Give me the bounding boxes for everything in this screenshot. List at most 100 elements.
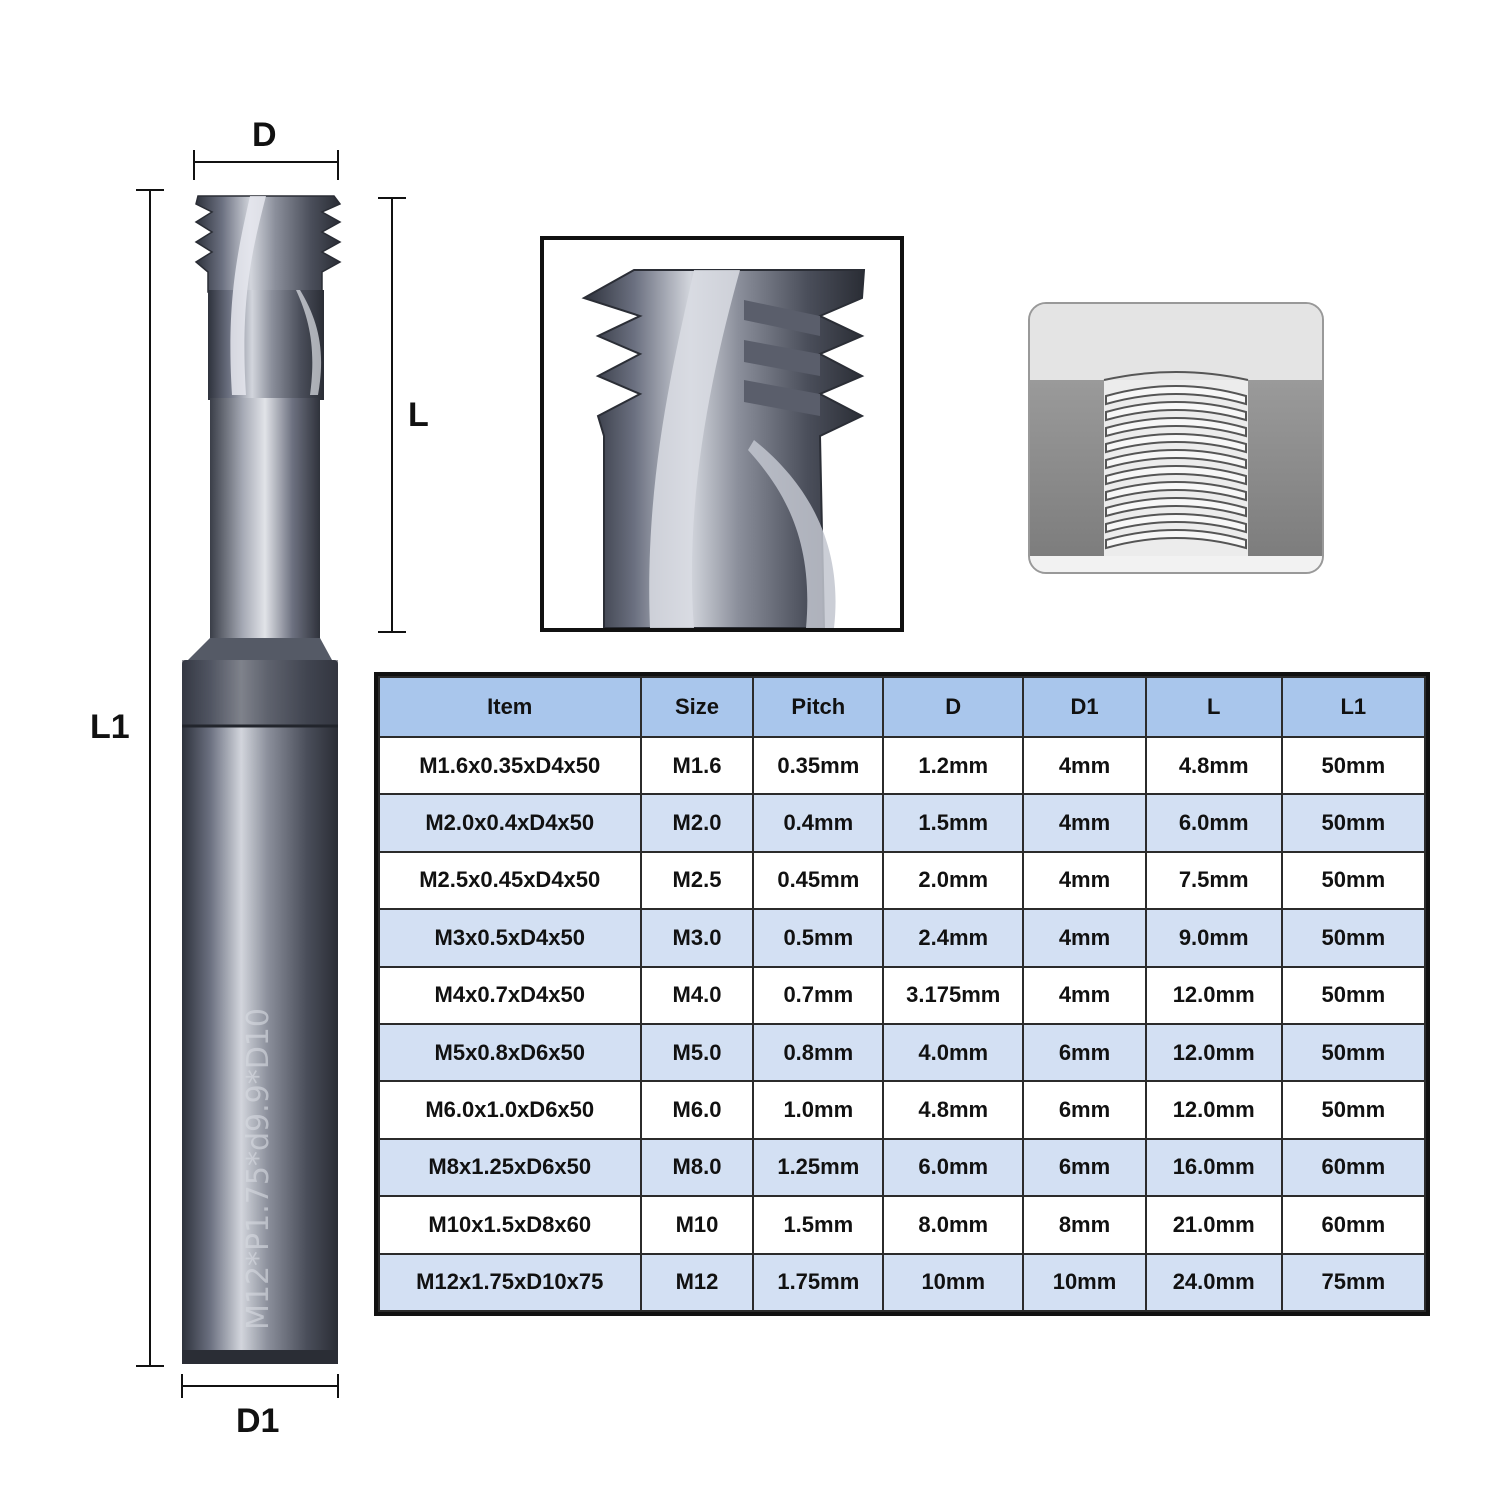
cell-d1: 4mm [1022, 735, 1147, 796]
cell-item: M5x0.8xD6x50 [378, 1022, 642, 1083]
dimension-l [378, 197, 406, 633]
cell-item: M2.0x0.4xD4x50 [378, 793, 642, 853]
cell-l: 9.0mm [1144, 908, 1283, 968]
cell-d1: 4mm [1022, 850, 1147, 911]
cell-d1: 6mm [1022, 1137, 1147, 1198]
cell-l: 6.0mm [1144, 793, 1283, 853]
cell-l1: 60mm [1280, 1195, 1427, 1255]
cell-item: M10x1.5xD8x60 [378, 1195, 642, 1255]
cell-pitch: 1.25mm [752, 1137, 885, 1198]
table-row: M6.0x1.0xD6x50 M6.0 1.0mm 4.8mm 6mm 12.0… [378, 1080, 1427, 1140]
thread-mill-closeup-icon [544, 240, 900, 628]
cell-l1: 50mm [1280, 735, 1427, 796]
cell-item: M6.0x1.0xD6x50 [378, 1080, 642, 1140]
cell-d: 1.2mm [882, 735, 1025, 796]
cell-pitch: 0.8mm [752, 1022, 885, 1083]
cell-size: M10 [639, 1195, 755, 1255]
cell-l: 24.0mm [1144, 1252, 1283, 1313]
cell-l: 12.0mm [1144, 1022, 1283, 1083]
cell-l1: 50mm [1280, 793, 1427, 853]
cell-l1: 50mm [1280, 908, 1427, 968]
cell-pitch: 1.0mm [752, 1080, 885, 1140]
cell-d: 4.8mm [882, 1080, 1025, 1140]
cell-item: M4x0.7xD4x50 [378, 965, 642, 1025]
label-d1: D1 [236, 1402, 280, 1440]
header-pitch: Pitch [752, 676, 885, 738]
cell-d: 2.0mm [882, 850, 1025, 911]
header-d1: D1 [1022, 676, 1147, 738]
cell-l1: 50mm [1280, 965, 1427, 1025]
cell-pitch: 1.5mm [752, 1195, 885, 1255]
table-row: M1.6x0.35xD4x50 M1.6 0.35mm 1.2mm 4mm 4.… [378, 735, 1427, 796]
cell-d1: 4mm [1022, 965, 1147, 1025]
cell-size: M12 [639, 1252, 755, 1313]
cell-l: 21.0mm [1144, 1195, 1283, 1255]
dimension-l1 [136, 189, 164, 1367]
cell-l1: 50mm [1280, 1080, 1427, 1140]
table-row: M12x1.75xD10x75 M12 1.75mm 10mm 10mm 24.… [378, 1252, 1427, 1313]
spec-table: Item Size Pitch D D1 L L1 M1.6x0.35xD4x5… [374, 672, 1430, 1316]
shank-marking: M12*P1.75*d9.9*D10 [241, 1008, 276, 1330]
cell-d: 6.0mm [882, 1137, 1025, 1198]
header-d: D [882, 676, 1025, 738]
cell-size: M2.0 [639, 793, 755, 853]
cell-pitch: 0.35mm [752, 735, 885, 796]
cell-size: M1.6 [639, 735, 755, 796]
cell-item: M1.6x0.35xD4x50 [378, 735, 642, 796]
cell-l: 4.8mm [1144, 735, 1283, 796]
header-item: Item [378, 676, 642, 738]
cell-d: 2.4mm [882, 908, 1025, 968]
threaded-hole-icon [1030, 304, 1322, 572]
cell-l: 16.0mm [1144, 1137, 1283, 1198]
cell-d1: 10mm [1022, 1252, 1147, 1313]
table-row: M5x0.8xD6x50 M5.0 0.8mm 4.0mm 6mm 12.0mm… [378, 1022, 1427, 1083]
cell-item: M2.5x0.45xD4x50 [378, 850, 642, 911]
cell-d: 10mm [882, 1252, 1025, 1313]
cell-l: 7.5mm [1144, 850, 1283, 911]
table-row: M10x1.5xD8x60 M10 1.5mm 8.0mm 8mm 21.0mm… [378, 1195, 1427, 1255]
cell-d1: 4mm [1022, 793, 1147, 853]
cell-size: M6.0 [639, 1080, 755, 1140]
cell-size: M5.0 [639, 1022, 755, 1083]
cell-d1: 6mm [1022, 1022, 1147, 1083]
cell-d1: 8mm [1022, 1195, 1147, 1255]
cell-l1: 50mm [1280, 850, 1427, 911]
table-row: M8x1.25xD6x50 M8.0 1.25mm 6.0mm 6mm 16.0… [378, 1137, 1427, 1198]
cell-l1: 50mm [1280, 1022, 1427, 1083]
cell-d1: 4mm [1022, 908, 1147, 968]
cell-d: 1.5mm [882, 793, 1025, 853]
cell-pitch: 0.4mm [752, 793, 885, 853]
cell-pitch: 0.5mm [752, 908, 885, 968]
label-l: L [408, 396, 429, 434]
cell-d: 8.0mm [882, 1195, 1025, 1255]
cell-item: M3x0.5xD4x50 [378, 908, 642, 968]
table-header-row: Item Size Pitch D D1 L L1 [378, 676, 1427, 738]
cell-size: M8.0 [639, 1137, 755, 1198]
dimension-d [193, 150, 339, 180]
label-l1: L1 [90, 708, 130, 746]
thread-mill-icon [182, 195, 342, 1364]
header-l: L [1144, 676, 1283, 738]
cell-size: M3.0 [639, 908, 755, 968]
header-size: Size [639, 676, 755, 738]
cell-pitch: 0.7mm [752, 965, 885, 1025]
label-d: D [252, 116, 277, 154]
cell-pitch: 0.45mm [752, 850, 885, 911]
thread-mill-closeup [540, 236, 904, 632]
cell-d: 3.175mm [882, 965, 1025, 1025]
threaded-hole-section [1028, 302, 1324, 574]
cell-pitch: 1.75mm [752, 1252, 885, 1313]
table-row: M4x0.7xD4x50 M4.0 0.7mm 3.175mm 4mm 12.0… [378, 965, 1427, 1025]
cell-d: 4.0mm [882, 1022, 1025, 1083]
dimension-d1 [181, 1374, 339, 1398]
cell-size: M4.0 [639, 965, 755, 1025]
cell-l1: 75mm [1280, 1252, 1427, 1313]
header-l1: L1 [1280, 676, 1427, 738]
cell-d1: 6mm [1022, 1080, 1147, 1140]
cell-l: 12.0mm [1144, 1080, 1283, 1140]
cell-item: M8x1.25xD6x50 [378, 1137, 642, 1198]
cell-item: M12x1.75xD10x75 [378, 1252, 642, 1313]
cell-size: M2.5 [639, 850, 755, 911]
table-row: M3x0.5xD4x50 M3.0 0.5mm 2.4mm 4mm 9.0mm … [378, 908, 1427, 968]
